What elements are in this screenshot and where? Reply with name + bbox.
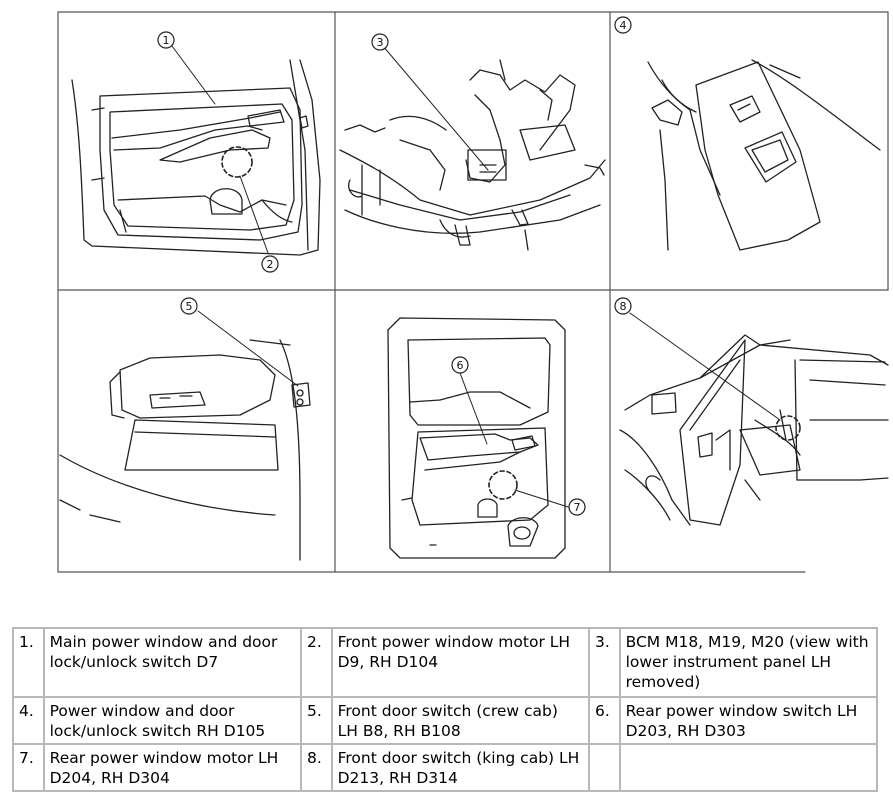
callout-3	[371, 33, 389, 51]
callout-label: 8	[620, 300, 627, 313]
legend-row: 7. Rear power window motor LH D204, RH D…	[12, 743, 879, 792]
legend-number: 7.	[12, 743, 45, 792]
callout-label: 1	[163, 34, 170, 47]
legend-description: Front power window motor LH D9, RH D104	[330, 627, 590, 698]
callout-label: 6	[457, 359, 464, 372]
legend-row: 1. Main power window and door lock/unloc…	[12, 627, 879, 698]
callout-6	[451, 356, 469, 374]
panel-grid	[57, 11, 889, 573]
callout-1	[157, 31, 175, 49]
legend-number: 4.	[12, 696, 45, 745]
callout-2	[261, 255, 279, 273]
callout-8	[614, 297, 632, 315]
legend-description: Front door switch (king cab) LH D213, RH…	[330, 743, 590, 792]
legend-description	[618, 743, 879, 792]
callout-4	[614, 16, 632, 34]
callout-label: 2	[267, 258, 274, 271]
legend-table: 1. Main power window and door lock/unloc…	[12, 627, 879, 792]
callout-label: 5	[186, 300, 193, 313]
legend-number: 1.	[12, 627, 45, 698]
legend-description: Rear power window switch LH D203, RH D30…	[618, 696, 879, 745]
legend-row: 4. Power window and door lock/unlock swi…	[12, 696, 879, 745]
callout-label: 4	[620, 19, 627, 32]
legend-number	[587, 743, 621, 792]
panel-rh-switch	[647, 59, 881, 251]
panel-front-door-lh	[71, 45, 321, 256]
panel-crew-door-switch	[59, 310, 311, 561]
legend-number: 8.	[299, 743, 333, 792]
legend-number: 6.	[587, 696, 621, 745]
legend-description: Front door switch (crew cab) LH B8, RH B…	[330, 696, 590, 745]
legend-number: 3.	[587, 627, 621, 698]
component-location-diagram: 1 2 3 4 5 6 7 8	[57, 11, 889, 573]
legend-description: Main power window and door lock/unlock s…	[42, 627, 302, 698]
legend-number: 2.	[299, 627, 333, 698]
callout-label: 7	[574, 501, 581, 514]
legend-description: Power window and door lock/unlock switch…	[42, 696, 302, 745]
legend-description: Rear power window motor LH D204, RH D304	[42, 743, 302, 792]
legend-description: BCM M18, M19, M20 (view with lower instr…	[618, 627, 879, 698]
callout-5	[180, 297, 198, 315]
callout-7	[568, 498, 586, 516]
panel-rear-door	[387, 317, 569, 559]
callout-label: 3	[377, 36, 384, 49]
panel-king-cab-door	[619, 312, 889, 526]
panel-bcm	[339, 45, 606, 251]
legend-number: 5.	[299, 696, 333, 745]
